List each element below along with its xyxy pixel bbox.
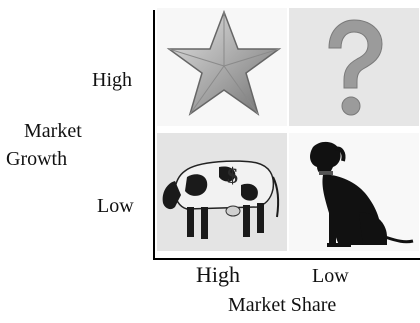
star-quadrant <box>157 8 287 126</box>
y-axis-title-line1: Market <box>24 120 82 142</box>
cow-icon: $ <box>162 160 280 239</box>
question-quadrant <box>289 8 419 126</box>
cow-quadrant: $ <box>157 133 287 251</box>
x-axis-title: Market Share <box>228 294 337 316</box>
y-axis-line <box>153 10 155 260</box>
y-axis-low-label: Low <box>97 195 134 217</box>
dog-quadrant <box>289 133 419 251</box>
question-mark-icon <box>328 19 383 116</box>
x-axis-high-label: High <box>196 262 240 287</box>
dog-icon <box>310 141 414 247</box>
star-icon <box>166 9 282 116</box>
y-axis-high-label: High <box>92 69 132 91</box>
cow-dollar-mark: $ <box>227 163 238 188</box>
x-axis-low-label: Low <box>312 265 349 287</box>
x-axis-line <box>153 258 420 260</box>
y-axis-title-line2: Growth <box>6 148 68 170</box>
